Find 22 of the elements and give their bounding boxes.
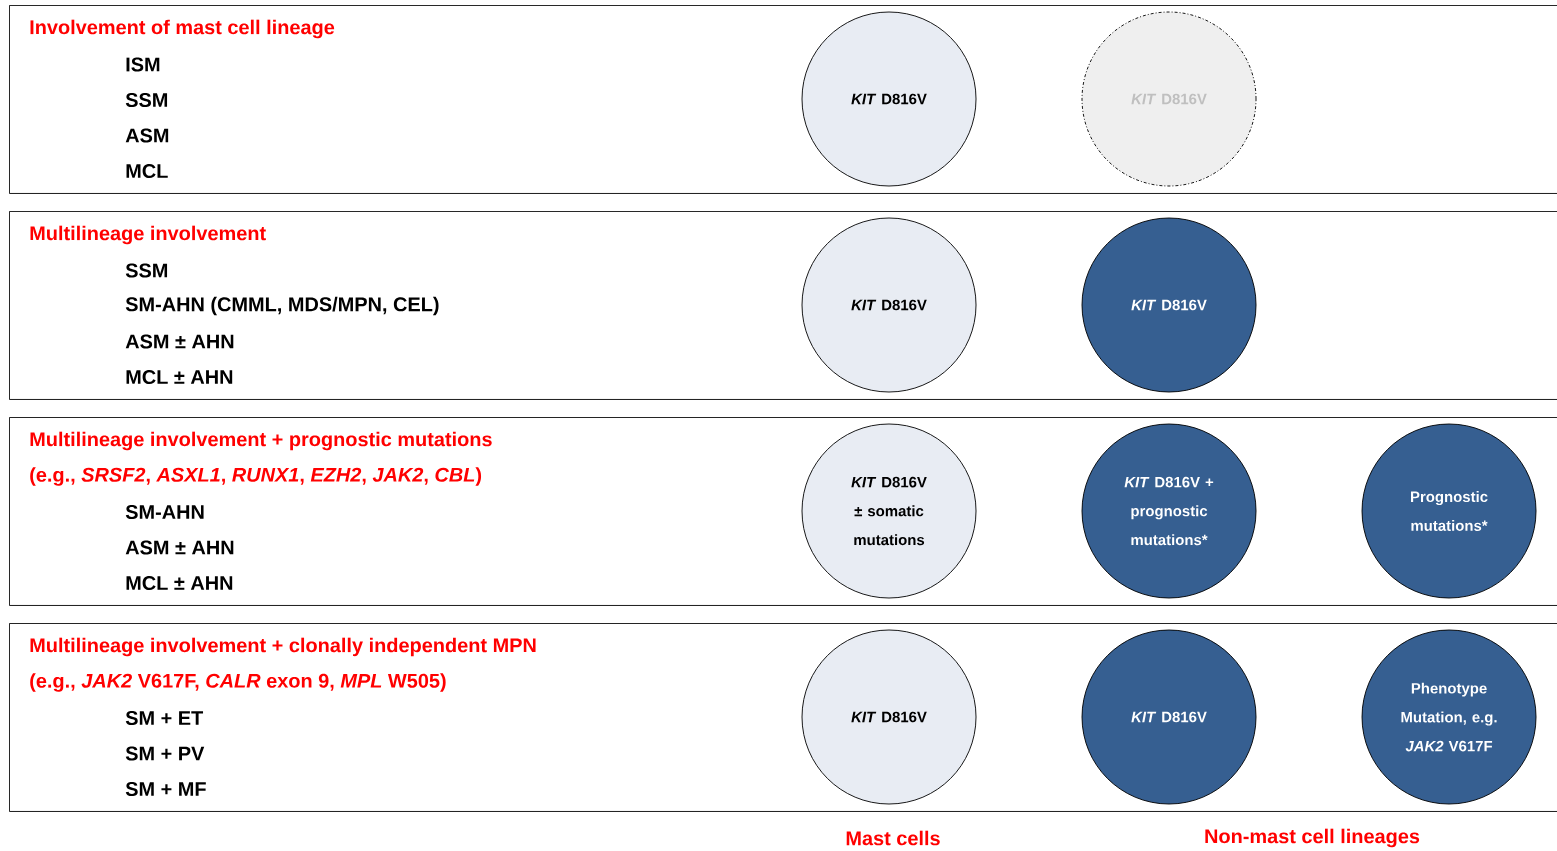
list-item: SM + MF xyxy=(125,781,206,797)
list-item: SM-AHN xyxy=(125,504,204,520)
list-item: SM + PV xyxy=(125,746,205,761)
column-label: Mast cells xyxy=(846,830,940,846)
list-item: SSM xyxy=(125,92,168,108)
heading: Multilineage involvement xyxy=(30,225,266,245)
heading: Involvement of mast cell lineage xyxy=(30,19,335,39)
list-item: SSM xyxy=(125,263,168,278)
column-label: Non-mast cell lineages xyxy=(1205,828,1420,848)
list-item: MCL ± AHN xyxy=(126,369,233,385)
list-item: SM-AHN (CMML, MDS/MPN, CEL) xyxy=(125,296,439,316)
list-item: SM + ET xyxy=(125,710,204,726)
list-item: MCL ± AHN xyxy=(126,575,233,591)
subheading: (e.g., JAK2 V617F, CALR exon 9, MPL W505) xyxy=(30,673,446,692)
list-item: ISM xyxy=(126,57,160,72)
heading: Multilineage involvement + prognostic mutations xyxy=(30,431,492,451)
list-item: MCL xyxy=(126,163,168,179)
subheading: (e.g., SRSF2, ASXL1, RUNX1, EZH2, JAK2, CBL) xyxy=(30,467,482,486)
list-item: ASM ± AHN xyxy=(125,540,234,555)
heading: Multilineage involvement + clonally independent MPN xyxy=(30,637,536,657)
list-item: ASM ± AHN xyxy=(125,334,234,349)
list-item: ASM xyxy=(125,128,169,143)
